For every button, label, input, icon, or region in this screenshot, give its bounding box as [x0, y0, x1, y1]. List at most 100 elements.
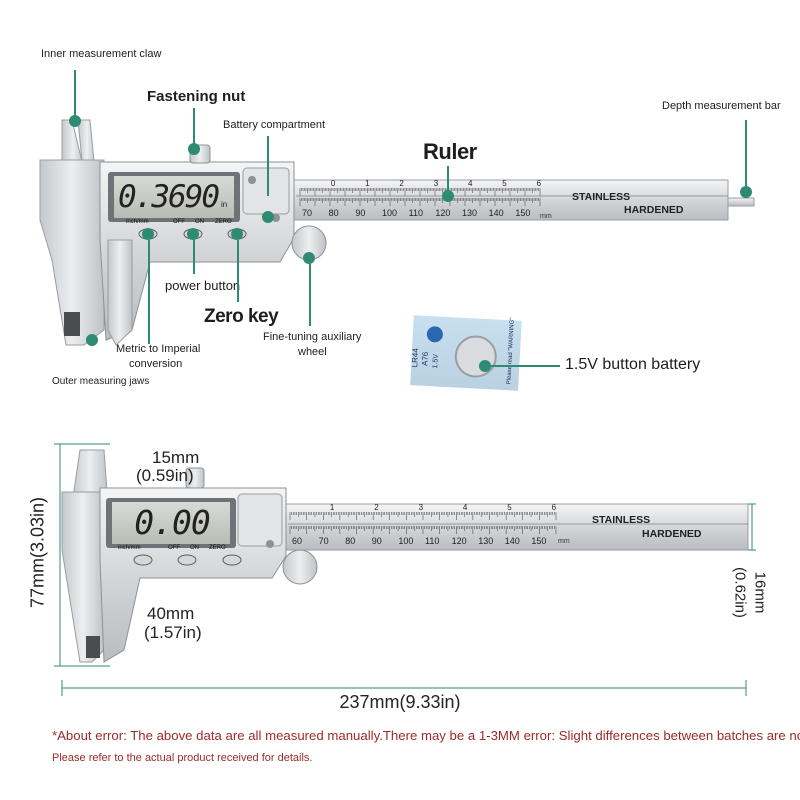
top-btn-label-zero: ZERO	[215, 219, 232, 225]
top-scale-inch-label: 6	[537, 179, 542, 188]
top-scale-mm-label: 140	[489, 208, 504, 218]
bottom-scale-mm-label: 60	[292, 536, 302, 546]
note-error: *About error: The above data are all mea…	[52, 728, 800, 743]
bottom-stainless-text: STAINLESS	[592, 514, 650, 526]
dim-40mm: 40mm	[147, 604, 195, 623]
bottom-mm-text: mm	[558, 538, 570, 545]
bottom-scale-mm-label: 150	[531, 536, 546, 546]
button-cell	[454, 335, 497, 378]
top-scale-inch-label: 5	[502, 179, 507, 188]
bottom-scale-mm-label: 100	[398, 536, 413, 546]
svg-text:A76: A76	[420, 351, 430, 366]
dot-power-button	[187, 228, 199, 240]
bottom-btn-label-inch: inch/mm	[118, 545, 141, 551]
top-stainless-text: STAINLESS	[572, 191, 630, 203]
bottom-on-off-button	[177, 554, 197, 566]
label-battery-compartment: Battery compartment	[223, 119, 326, 131]
top-scale-mm-label: 110	[409, 208, 423, 218]
top-scale-inch-label: 3	[434, 179, 439, 188]
top-scale-mm-label: 130	[462, 208, 477, 218]
bottom-btn-label-off: OFF	[168, 545, 180, 551]
bottom-btn-label-on: ON	[190, 545, 199, 551]
top-scale-mm-label: 120	[435, 208, 450, 218]
bottom-lcd-screen	[112, 502, 230, 544]
dot-battery	[479, 360, 491, 372]
dot-fastening-nut	[188, 143, 200, 155]
bottom-scale-inch-label: 5	[507, 503, 512, 512]
top-scale-mm-label: 150	[515, 208, 530, 218]
dot-battery-compartment	[262, 211, 274, 223]
top-btn-label-off: OFF	[173, 219, 185, 225]
svg-text:Please read "WARNING": Please read "WARNING"	[506, 318, 515, 385]
top-scale-mm-label: 70	[302, 208, 312, 218]
dot-outer-jaws	[86, 334, 98, 346]
bottom-scale-mm-label: 90	[372, 536, 382, 546]
label-metric-imperial: Metric to Imperial	[116, 343, 201, 355]
bottom-fastening-nut	[185, 467, 205, 489]
label-ruler: Ruler	[423, 139, 477, 164]
bottom-scale-inch-label: 1	[330, 503, 335, 512]
dim-length: 237mm(9.33in)	[339, 692, 461, 712]
top-lcd-reading: 0.3690	[118, 179, 220, 215]
top-outer-jaw-moving	[107, 239, 133, 346]
dot-zero-key	[231, 228, 243, 240]
label-zero-key: Zero key	[204, 306, 279, 327]
bottom-scale-inch-label: 6	[552, 503, 557, 512]
dot-depth-bar	[740, 186, 752, 198]
dot-inch-mm	[142, 228, 154, 240]
note-refer: Please refer to the actual product recei…	[52, 752, 313, 764]
bottom-lcd-reading: 0.00	[134, 503, 210, 542]
bottom-scale-mm-label: 140	[505, 536, 520, 546]
label-fine-tuning-2: wheel	[298, 346, 327, 358]
bottom-hardened-text: HARDENED	[642, 528, 702, 540]
top-mm-text: mm	[540, 213, 552, 220]
top-btn-label-inch: inch/mm	[126, 219, 149, 225]
label-power-button: power button	[165, 278, 241, 293]
svg-text:1.5V: 1.5V	[432, 354, 440, 369]
label-fastening-nut: Fastening nut	[147, 88, 246, 105]
bottom-fine-tuning-wheel	[282, 549, 318, 585]
label-button-battery: 1.5V button battery	[565, 356, 701, 373]
top-scale-mm-label: 80	[329, 208, 339, 218]
dim-width: 16mm	[751, 571, 769, 614]
bottom-scale-mm-label: 80	[345, 536, 355, 546]
bottom-scale-mm-label: 70	[319, 536, 329, 546]
bottom-scale-mm-label: 120	[452, 536, 467, 546]
top-scale-inch-label: 4	[468, 179, 473, 188]
label-fine-tuning: Fine-tuning auxiliary	[263, 331, 362, 343]
bottom-scale-inch-label: 4	[463, 503, 468, 512]
label-depth-bar: Depth measurement bar	[662, 100, 781, 112]
bottom-battery-compartment	[237, 493, 283, 547]
top-hardened-text: HARDENED	[624, 204, 684, 216]
svg-text:LR44: LR44	[410, 347, 420, 367]
bottom-zero-button	[222, 554, 242, 566]
label-metric-imperial-2: conversion	[129, 358, 183, 370]
top-depth-bar	[727, 197, 755, 207]
battery-pack: LR44 A76 1.5V Please read "WARNING"	[410, 315, 522, 391]
bottom-scale-inch-label: 3	[419, 503, 424, 512]
bottom-scale-mm-label: 130	[478, 536, 493, 546]
top-scale-mm-label: 100	[382, 208, 397, 218]
top-battery-compartment	[242, 167, 290, 215]
dot-inner-claw	[69, 115, 81, 127]
bottom-scale-inch-label: 2	[374, 503, 379, 512]
top-scale-inch-label: 2	[399, 179, 404, 188]
top-lcd-unit: in	[221, 200, 228, 209]
bottom-caliper-drawing: 1 2 3 4 5 6 60 70 80 90 100 110 120 130 140 150 STAINLE…	[54, 443, 756, 696]
dot-ruler	[442, 190, 454, 202]
top-scale-inch-label: 1	[365, 179, 370, 188]
bottom-inch-mm-button	[133, 554, 153, 566]
label-inner-claw: Inner measurement claw	[41, 48, 162, 60]
bottom-scale-mm-label: 110	[425, 536, 439, 546]
top-scale-mm-label: 90	[355, 208, 365, 218]
label-outer-jaws: Outer measuring jaws	[52, 376, 150, 387]
top-scale-inch-label: 0	[331, 179, 336, 188]
dim-15mm-in: (0.59in)	[136, 466, 194, 485]
dim-height: 77mm(3.03in)	[27, 496, 48, 609]
dot-fine-tuning	[303, 252, 315, 264]
dim-width-in: (0.62in)	[731, 567, 749, 618]
top-lcd-screen	[114, 176, 234, 218]
dim-15mm: 15mm	[152, 448, 200, 467]
dim-40mm-in: (1.57in)	[144, 623, 202, 642]
top-btn-label-on: ON	[195, 219, 204, 225]
